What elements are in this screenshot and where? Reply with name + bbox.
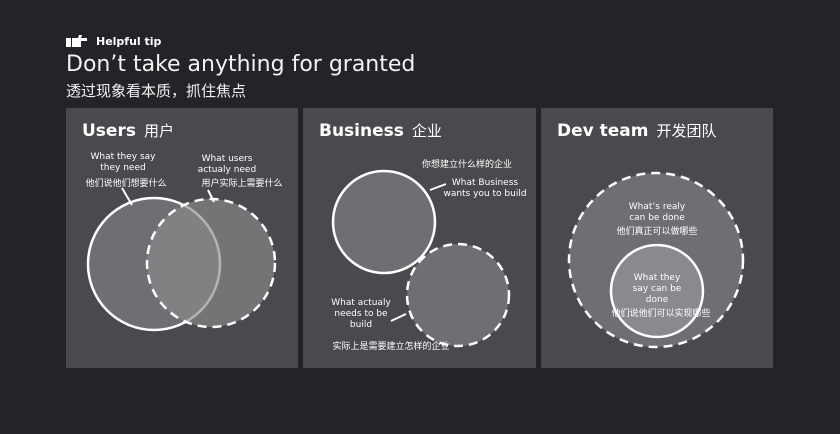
actual-need-label-zh: 用户实际上需要什么 [201, 179, 283, 189]
actual-need-circle [145, 197, 277, 329]
panel-users-title-zh: 用户 [143, 122, 174, 140]
pointing-hand-icon [66, 35, 87, 47]
say-need-label: What they say they need [90, 152, 156, 173]
panel-business-title-en: Business [319, 121, 404, 141]
actual-need-leader [207, 189, 215, 203]
panel-dev-team-title-zh: 开发团队 [656, 122, 717, 140]
panel-dev-team-title: Dev team 开发团队 [557, 120, 717, 141]
panel-business-title-zh: 企业 [411, 122, 442, 140]
actual-build-leader [390, 313, 407, 322]
actual-build-label: What actualy needs to be build [331, 298, 391, 330]
page-title: Don’t take anything for granted [66, 52, 416, 77]
panel-users-title-en: Users [82, 121, 136, 141]
panel-dev-team-title-en: Dev team [557, 121, 649, 141]
panel-business: Business 企业 你想建立什么样的企业 What Business want… [303, 108, 536, 368]
say-can-be-done-circle [609, 243, 705, 339]
realy-can-be-done-label-zh: 他们真正可以做哪些 [616, 227, 698, 237]
users-venn-diagram [86, 187, 277, 332]
business-wants-label: What Business wants you to build [443, 178, 527, 199]
actual-need-label: What users actualy need [197, 154, 257, 175]
business-wants-label-zh: 你想建立什么样的企业 [421, 160, 512, 170]
actual-build-label-zh: 实际上是需要建立怎样的企业 [332, 342, 450, 352]
realy-can-be-done-label: What’s realy can be done [628, 202, 686, 223]
say-need-leader [121, 187, 133, 206]
panel-dev-team: Dev team 开发团队 What’s realy can be done 他们… [541, 108, 773, 368]
say-can-be-done-label: What they say can be done [632, 273, 682, 305]
say-can-be-done-label-zh: 他们说他们可以实现哪些 [611, 309, 711, 319]
business-diagram [331, 169, 511, 348]
panel-business-title: Business 企业 [319, 120, 442, 141]
business-wants-circle [331, 169, 437, 275]
panel-users: Users 用户 What they say they need 他们说他们想要什… [66, 108, 298, 368]
business-wants-leader [429, 183, 447, 191]
say-need-label-zh: 他们说他们想要什么 [85, 179, 167, 189]
panel-users-title: Users 用户 [82, 120, 174, 141]
dev-team-diagram [567, 171, 745, 349]
helpful-tip-label: Helpful tip [96, 34, 162, 48]
page-subtitle: 透过现象看本质，抓住焦点 [66, 82, 247, 100]
actual-build-circle [405, 242, 511, 348]
helpful-tip: Helpful tip [66, 34, 161, 48]
